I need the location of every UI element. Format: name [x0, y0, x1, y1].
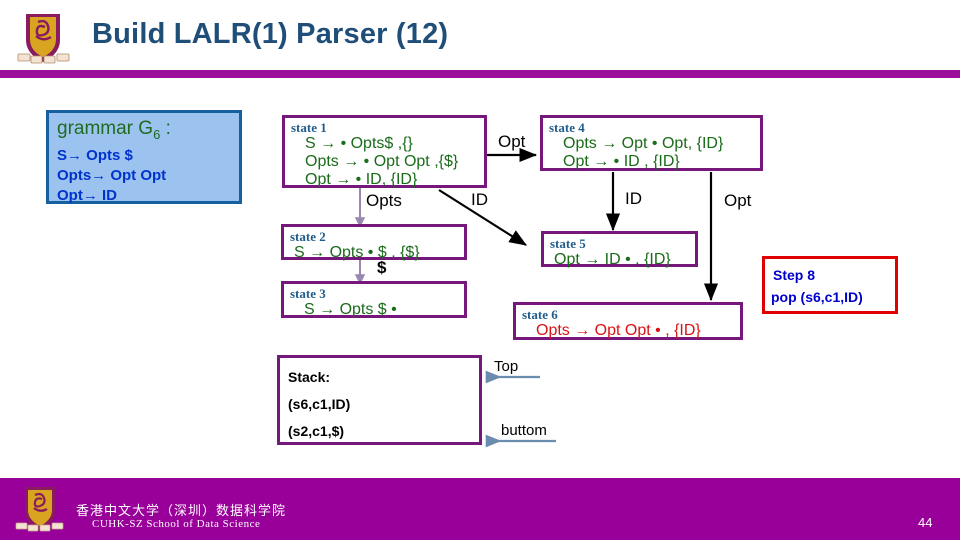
edge-label-opts-1-to-2: Opts — [366, 191, 402, 210]
state-item: Opt → ID • , {ID} — [554, 251, 671, 268]
cuhk-shield-logo-icon — [14, 10, 72, 66]
edge-label-id-1-to-5: ID — [471, 190, 488, 209]
state-item: Opts → • Opt Opt ,{$} — [305, 153, 459, 170]
footer-cuhk-shield-logo-icon — [14, 484, 66, 534]
grammar-production: Opts→ Opt Opt — [57, 166, 167, 184]
grammar-title-suffix: : — [160, 118, 171, 139]
state-item: Opts → Opt • Opt, {ID} — [563, 135, 724, 152]
edge-label-dollar-2-to-3: $ — [377, 258, 387, 277]
stack-entry: (s6,c1,ID) — [288, 396, 351, 412]
state-label: state 1 — [291, 120, 327, 135]
step-action: pop (s6,c1,ID) — [771, 289, 863, 305]
state-label: state 5 — [550, 236, 586, 251]
state-box-state-2: state 2 S → Opts • $ , {$} — [281, 224, 467, 261]
stack-box: Stack: (s6,c1,ID) (s2,c1,$) — [277, 355, 482, 445]
step-title: Step 8 — [773, 267, 816, 283]
state-label: state 3 — [290, 286, 326, 301]
state-label: state 4 — [549, 120, 585, 135]
stack-bottom-label: buttom — [501, 422, 547, 439]
state-box-state-1: state 1 S → • Opts$ ,{} Opts → • Opt Opt… — [282, 115, 487, 188]
grammar-title: grammar G6 : — [57, 117, 231, 146]
state-item: Opts → Opt Opt • , {ID} — [536, 322, 701, 339]
page-number: 44 — [918, 515, 933, 530]
stack-entry: (s2,c1,$) — [288, 423, 345, 439]
edge-label-opt-1-to-4: Opt — [498, 132, 526, 151]
state-box-state-3: state 3 S → Opts $ • — [281, 281, 467, 318]
grammar-production: Opt→ ID — [57, 186, 117, 204]
header-divider — [0, 70, 960, 78]
state-box-state-5: state 5 Opt → ID • , {ID} — [541, 231, 698, 268]
state-item: Opt → • ID , {ID} — [563, 153, 680, 170]
step-box: Step 8 — [762, 256, 898, 314]
grammar-title-text: grammar G — [57, 118, 154, 139]
footer-institution-name-en: CUHK-SZ School of Data Science — [92, 518, 261, 530]
state-item: S → Opts • $ , {$} — [294, 244, 420, 261]
state-label: state 6 — [522, 307, 558, 322]
edge-label-opt-4-to-6: Opt — [724, 191, 752, 210]
grammar-production: S→ Opts $ — [57, 146, 133, 164]
grammar-title-subscript: 6 — [153, 126, 161, 142]
grammar-box: grammar G6 : S→ Opts $ Opts→ Opt Opt Opt… — [46, 110, 242, 204]
footer-institution-name-cn: 香港中文大学（深圳）数据科学院 — [76, 504, 287, 519]
page-title: Build LALR(1) Parser (12) — [92, 18, 449, 50]
state-item: S → Opts $ • — [304, 301, 397, 318]
state-item: Opt → • ID, {ID} — [305, 171, 418, 188]
state-label: state 2 — [290, 229, 326, 244]
footer-bar — [0, 478, 960, 540]
state-box-state-6: state 6 Opts → Opt Opt • , {ID} — [513, 302, 743, 340]
stack-top-label: Top — [494, 358, 519, 375]
state-item: S → • Opts$ ,{} — [305, 135, 413, 152]
stack-title: Stack: — [288, 369, 331, 385]
edge-label-id-4-to-5: ID — [625, 189, 642, 208]
state-box-state-4: state 4 Opts → Opt • Opt, {ID} Opt → • I… — [540, 115, 763, 171]
